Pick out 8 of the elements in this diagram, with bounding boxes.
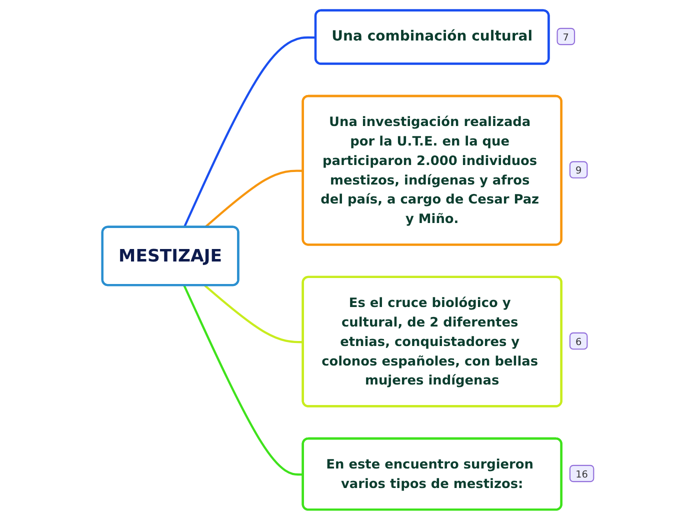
count-badge: 6 (569, 332, 588, 350)
count-badge: 9 (569, 161, 588, 178)
connector (183, 285, 304, 476)
connector (183, 36, 316, 228)
count-badge: 7 (556, 28, 576, 46)
count-badge: 16 (569, 464, 594, 482)
connector (204, 284, 304, 344)
connector (204, 170, 304, 228)
